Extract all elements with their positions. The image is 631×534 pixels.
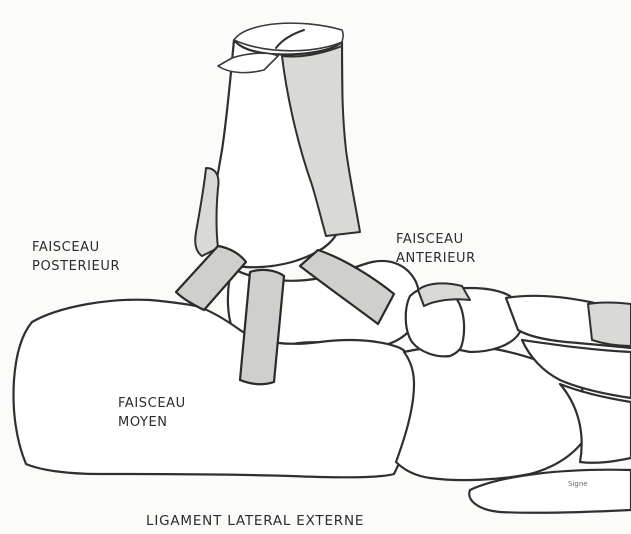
posterior-tendon [195, 168, 218, 256]
label-posterior-line2: POSTERIEUR [32, 259, 120, 274]
label-posterior-line1: FAISCEAU [32, 240, 100, 255]
metatarsal-tendon [588, 303, 631, 347]
label-middle-line1: FAISCEAU [118, 396, 186, 411]
label-anterior-line2: ANTERIEUR [396, 251, 476, 266]
caption: LIGAMENT LATERAL EXTERNE [146, 513, 364, 529]
label-middle-line2: MOYEN [118, 415, 168, 430]
artist-signature: Signe [568, 480, 588, 488]
label-anterior-line1: FAISCEAU [396, 232, 464, 247]
